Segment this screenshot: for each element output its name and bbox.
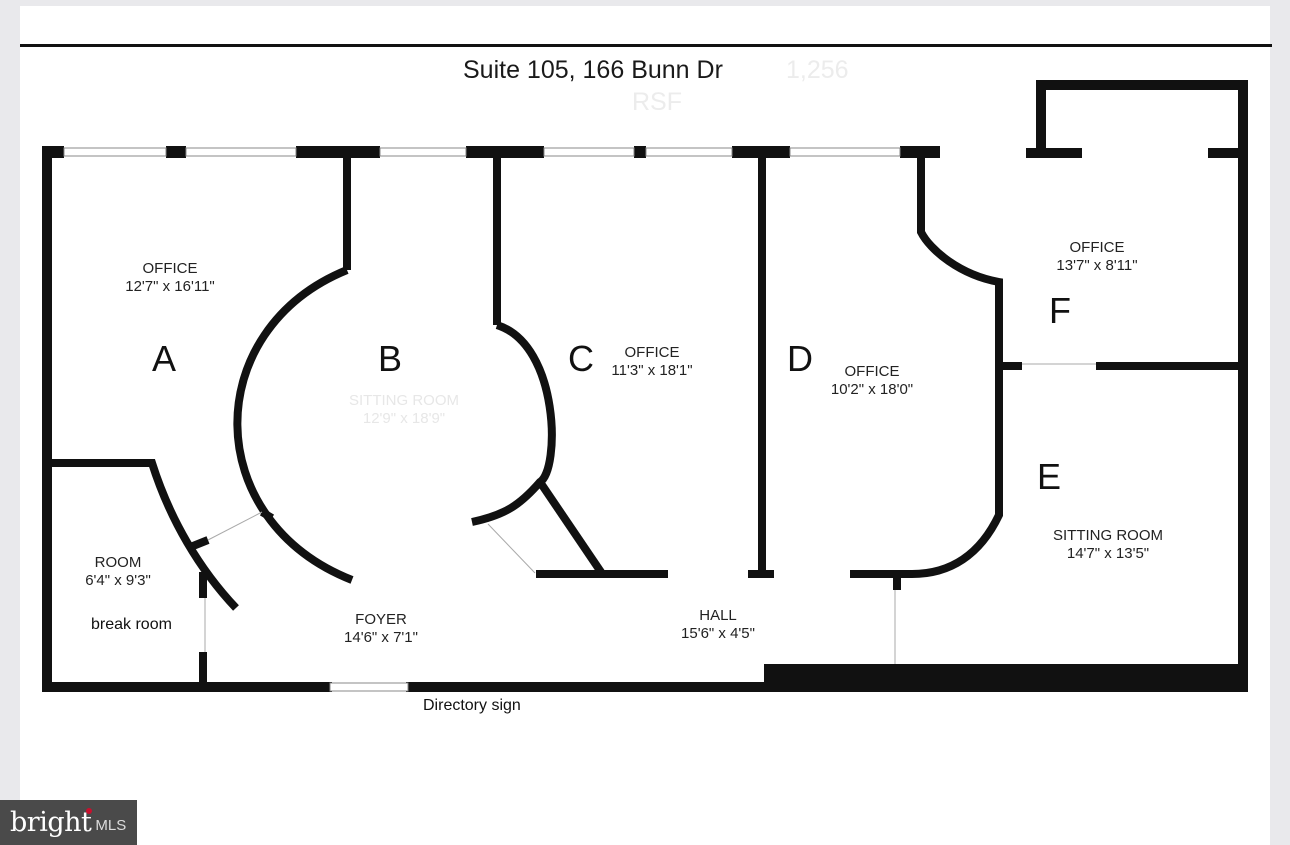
- office-c-size: 11'3" x 18'1": [611, 362, 693, 379]
- foyer-name: FOYER: [355, 611, 407, 628]
- office-a-size: 12'7" x 16'11": [125, 278, 215, 295]
- bright-mls-logo: bright MLS: [0, 800, 137, 845]
- faint-unit-text: RSF: [632, 88, 682, 116]
- room-letter-f: F: [1049, 290, 1071, 331]
- directory-sign-note: Directory sign: [423, 697, 521, 714]
- office-f-size: 13'7" x 8'11": [1056, 257, 1138, 274]
- hall-label: HALL 15'6" x 4'5": [681, 607, 755, 643]
- sitting-room-b-label: SITTING ROOM 12'9" x 18'9": [349, 392, 459, 428]
- room-letter-a: A: [151, 338, 177, 379]
- sitting-room-b-name: SITTING ROOM: [349, 392, 459, 409]
- office-f-name: OFFICE: [1069, 239, 1125, 256]
- office-f-label: OFFICE 13'7" x 8'11": [1056, 239, 1137, 275]
- office-c-name: OFFICE: [624, 344, 680, 361]
- office-d-name: OFFICE: [844, 363, 900, 380]
- logo-suffix: MLS: [95, 817, 127, 834]
- interior-walls: [52, 158, 1238, 688]
- plan-title: Suite 105, 166 Bunn Dr: [463, 56, 723, 84]
- office-d-size: 10'2" x 18'0": [830, 381, 914, 398]
- room-label: ROOM 6'4" x 9'3": [85, 554, 151, 590]
- foyer-size: 14'6" x 7'1": [344, 629, 418, 646]
- hall-size: 15'6" x 4'5": [681, 625, 755, 642]
- room-letter-d: D: [787, 338, 813, 379]
- logo-dot-icon: [86, 808, 92, 814]
- foyer-label: FOYER 14'6" x 7'1": [344, 611, 418, 647]
- office-d-label: OFFICE 10'2" x 18'0": [831, 363, 913, 399]
- door-openings: [204, 363, 1096, 664]
- windows: [63, 147, 901, 692]
- office-a-name: OFFICE: [142, 260, 198, 277]
- room-letter-b: B: [377, 338, 403, 379]
- sitting-room-e-label: SITTING ROOM 14'7" x 13'5": [1053, 527, 1163, 563]
- room-name: ROOM: [94, 554, 142, 571]
- room-letter-e: E: [1036, 456, 1062, 497]
- hall-name: HALL: [699, 607, 737, 624]
- sitting-room-e-name: SITTING ROOM: [1053, 527, 1163, 544]
- sitting-room-e-size: 14'7" x 13'5": [1066, 545, 1150, 562]
- floor-plan-sheet: [20, 6, 1270, 845]
- sitting-room-b-size: 12'9" x 18'9": [362, 410, 446, 427]
- room-letter-c: C: [568, 338, 594, 379]
- office-a-label: OFFICE 12'7" x 16'11": [125, 260, 215, 296]
- room-size: 6'4" x 9'3": [85, 572, 151, 589]
- outer-walls: [42, 80, 1248, 692]
- header-rule: [20, 44, 1272, 47]
- break-room-note: break room: [91, 616, 172, 633]
- logo-brand: bright: [10, 807, 92, 838]
- office-c-label: OFFICE 11'3" x 18'1": [611, 344, 692, 380]
- faint-area-text: 1,256: [786, 56, 849, 84]
